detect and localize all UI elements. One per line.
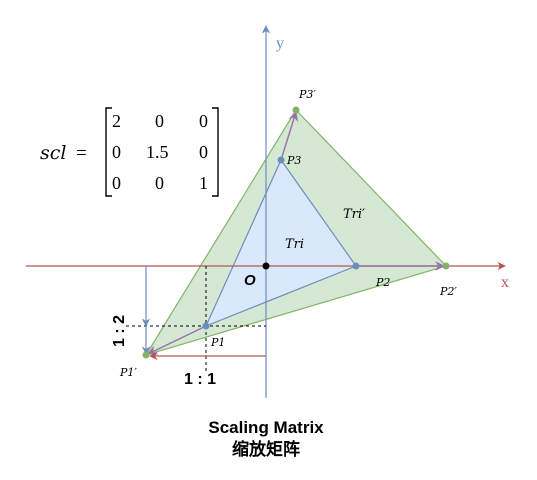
point-p3-scaled — [292, 106, 300, 114]
x-axis-label: x — [501, 274, 509, 291]
label-p1-scaled: P1′ — [119, 366, 137, 379]
point-p3 — [277, 156, 285, 164]
label-p3-scaled: P3′ — [298, 88, 316, 101]
p3-transform-arrow — [280, 111, 299, 161]
matrix-name: scl — [40, 142, 66, 164]
p1-transform-arrow — [147, 325, 207, 355]
matrix-left-bracket — [105, 107, 112, 197]
caption-subtitle: 缩放矩阵 — [232, 439, 300, 459]
label-original-triangle: Tri — [285, 237, 304, 252]
y-axis-label: y — [276, 35, 284, 52]
matrix-cell-2-2: 1 — [199, 173, 208, 193]
label-p2-scaled: P2′ — [439, 285, 457, 298]
label-scaled-triangle: Tri′ — [343, 207, 365, 222]
matrix-cell-0-2: 0 — [199, 111, 208, 131]
matrix-cell-1-0: 0 — [112, 142, 121, 162]
label-p1: P1 — [210, 336, 225, 349]
caption-title: Scaling Matrix — [208, 418, 324, 437]
origin-point — [262, 262, 270, 270]
point-p2-scaled — [442, 262, 450, 270]
matrix-cell-0-0: 2 — [112, 111, 121, 131]
scaling-matrix: scl = 2 0 0 0 1.5 0 0 0 1 — [40, 107, 219, 197]
origin-label: O — [244, 272, 256, 289]
ratio-vertical: 1 : 2 — [111, 315, 128, 347]
point-p1-scaled — [142, 351, 150, 359]
point-p1 — [202, 322, 210, 330]
matrix-cell-2-0: 0 — [112, 173, 121, 193]
point-p2 — [352, 262, 360, 270]
matrix-equals: = — [76, 143, 87, 164]
matrix-cell-2-1: 0 — [155, 173, 164, 193]
label-p2: P2 — [375, 276, 390, 289]
ratio-horizontal: 1 : 1 — [184, 371, 216, 388]
matrix-right-bracket — [212, 107, 219, 197]
matrix-cell-0-1: 0 — [155, 111, 164, 131]
matrix-cell-1-2: 0 — [199, 142, 208, 162]
label-p3: P3 — [286, 154, 301, 167]
matrix-cell-1-1: 1.5 — [146, 142, 169, 162]
original-triangle — [204, 158, 357, 328]
